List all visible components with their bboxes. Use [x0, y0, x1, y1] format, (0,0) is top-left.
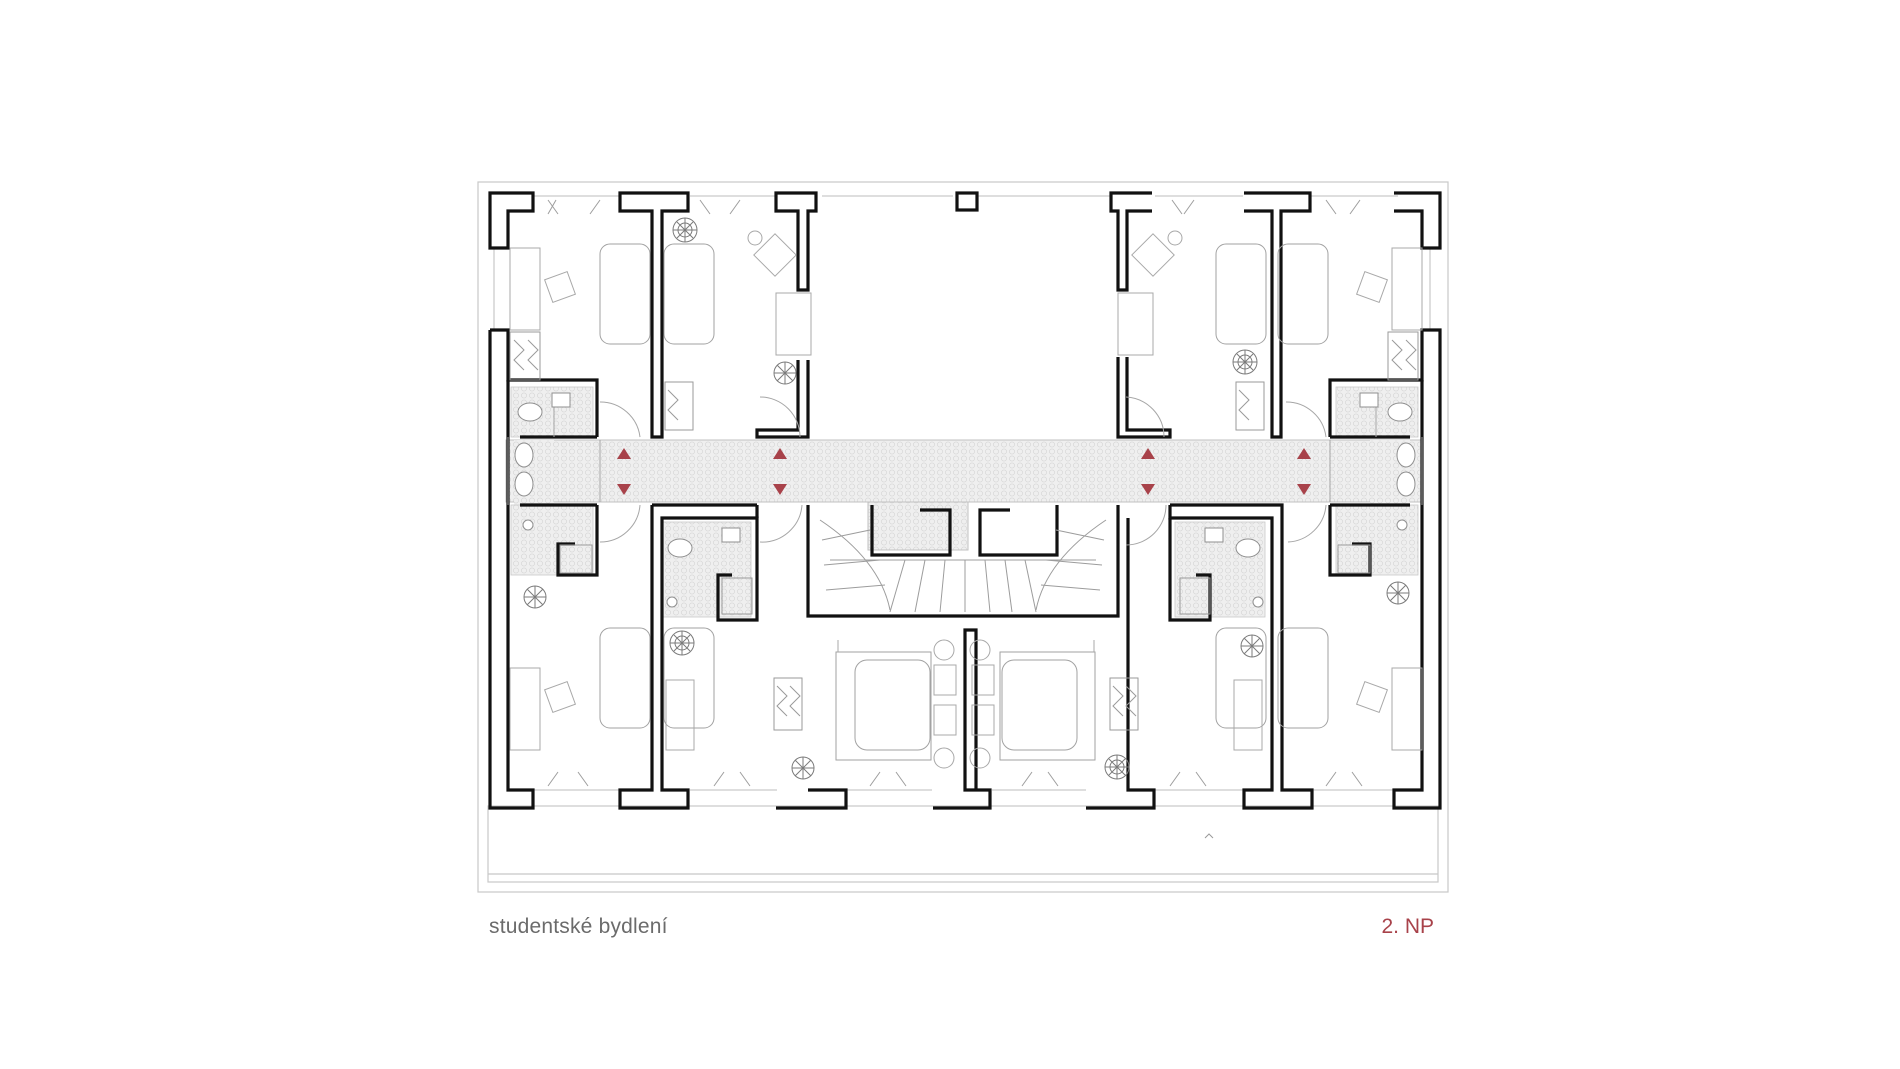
walls	[488, 191, 1442, 810]
triangle-arrow-icon	[1297, 448, 1311, 459]
beds	[599, 243, 1329, 761]
plant-icon	[791, 756, 815, 780]
plant-icon	[672, 217, 698, 243]
plant-icon	[1104, 754, 1130, 780]
triangle-arrow-icon	[1141, 484, 1155, 495]
window-casements	[547, 199, 1363, 787]
triangle-arrow-icon	[1297, 484, 1311, 495]
triangle-arrow-icon	[1141, 448, 1155, 459]
plant-icon	[1240, 634, 1264, 658]
project-title: studentské bydlení	[489, 915, 668, 938]
plant-icon	[523, 585, 547, 609]
plant-icon	[1386, 581, 1410, 605]
desks	[509, 230, 1423, 769]
plant-icon	[773, 361, 797, 385]
corridor-floor	[505, 439, 1422, 551]
north-mark-icon	[1204, 833, 1214, 839]
wardrobes	[509, 331, 1419, 731]
windows	[493, 195, 1431, 791]
triangle-arrow-icon	[773, 484, 787, 495]
triangle-arrow-icon	[617, 484, 631, 495]
direction-markers	[617, 448, 1311, 495]
plant-icon	[1232, 349, 1258, 375]
triangle-arrow-icon	[617, 448, 631, 459]
floor-label: 2. NP	[1381, 915, 1434, 938]
plan-frame	[477, 181, 1449, 893]
sanitary-fixtures	[514, 392, 1416, 608]
partitions	[507, 402, 1423, 505]
door-swings	[599, 396, 1327, 546]
staircase	[819, 519, 1107, 613]
triangle-arrow-icon	[773, 448, 787, 459]
plant-icon	[669, 630, 695, 656]
plants	[523, 217, 1410, 780]
